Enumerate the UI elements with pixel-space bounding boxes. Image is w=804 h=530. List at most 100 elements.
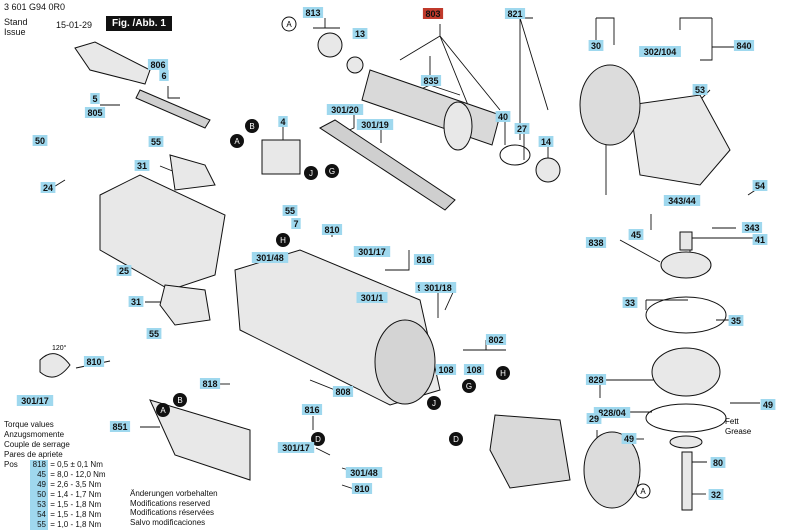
part-number-text: 816 bbox=[304, 405, 319, 415]
part-number-tag bbox=[538, 136, 554, 147]
part-number-text: 108 bbox=[438, 365, 453, 375]
part-number-tag bbox=[728, 315, 744, 326]
part-label-108: 108 bbox=[463, 364, 485, 375]
plug-cable-shape bbox=[74, 41, 151, 85]
callout-H-housing: H bbox=[276, 233, 290, 247]
part-number-tag bbox=[301, 404, 323, 415]
part-label-803: 803 bbox=[422, 8, 444, 19]
part-label-50: 50 bbox=[32, 135, 48, 146]
part-number-tag bbox=[663, 195, 701, 206]
holder-bar-shape bbox=[319, 119, 456, 211]
o-ring-shape bbox=[645, 296, 727, 334]
part-number-text: 816 bbox=[416, 255, 431, 265]
part-number-tag bbox=[741, 222, 763, 233]
issue-date: 15-01-29 bbox=[56, 20, 93, 30]
part-number-tag bbox=[585, 374, 607, 385]
part-number-tag bbox=[710, 457, 726, 468]
torque-row: 45 = 8,0 - 12,0 Nm bbox=[4, 470, 106, 480]
housing-front-shape bbox=[374, 319, 436, 405]
part-number-tag bbox=[419, 282, 457, 293]
part-label-301-17: 301/17 bbox=[16, 395, 54, 406]
part-label-30: 30 bbox=[588, 40, 604, 51]
part-label-343-44: 343/44 bbox=[663, 195, 701, 206]
part-label-301-17: 301/17 bbox=[353, 246, 391, 257]
part-number-tag bbox=[128, 296, 144, 307]
figure-title: Fig. /Abb. 1 bbox=[106, 16, 172, 31]
torque-row: 49 = 2,6 - 3,5 Nm bbox=[4, 480, 106, 490]
part-number-tag bbox=[146, 328, 162, 339]
part-number-text: 810 bbox=[354, 484, 369, 494]
part-label-5: 5 bbox=[90, 93, 100, 104]
part-label-301-48: 301/48 bbox=[345, 467, 383, 478]
part-label-840: 840 bbox=[733, 40, 755, 51]
torque-title-en: Torque values bbox=[4, 420, 54, 429]
part-label-301-1: 301/1 bbox=[356, 292, 388, 303]
torque-pos-number: 53 bbox=[30, 500, 48, 510]
part-number-text: 7 bbox=[293, 219, 298, 229]
part-number-tag bbox=[495, 111, 511, 122]
part-number-tag bbox=[134, 160, 150, 171]
part-label-813: 813 bbox=[302, 7, 324, 18]
part-label-55: 55 bbox=[146, 328, 162, 339]
part-number-text: 301/19 bbox=[361, 120, 389, 130]
ring-shape bbox=[499, 144, 531, 166]
svg-text:H: H bbox=[500, 369, 506, 378]
part-number-text: 27 bbox=[517, 124, 527, 134]
torque-title-fr: Couple de serrage bbox=[4, 440, 70, 449]
part-number-text: 50 bbox=[35, 136, 45, 146]
part-number-tag bbox=[463, 364, 485, 375]
part-number-text: 32 bbox=[711, 490, 721, 500]
bearing-flange-shape bbox=[651, 347, 721, 397]
torque-row: 55 = 1,0 - 1,8 Nm bbox=[4, 520, 106, 530]
part-number-tag bbox=[351, 483, 373, 494]
part-number-text: 13 bbox=[355, 29, 365, 39]
rear-housing-shape bbox=[99, 174, 226, 291]
note-fr: Modifications réservées bbox=[130, 508, 215, 518]
part-label-80: 80 bbox=[710, 457, 726, 468]
part-number-text: 54 bbox=[755, 181, 765, 191]
part-number-tag bbox=[282, 205, 298, 216]
part-number-tag bbox=[504, 8, 526, 19]
part-label-810: 810 bbox=[321, 224, 343, 235]
part-number-text: 821 bbox=[507, 9, 522, 19]
part-number-tag bbox=[32, 135, 48, 146]
part-number-tag bbox=[326, 104, 364, 115]
callout-H-stator: H bbox=[496, 366, 510, 380]
svg-text:G: G bbox=[466, 382, 472, 391]
part-label-32: 32 bbox=[708, 489, 724, 500]
issue-label: Issue bbox=[4, 27, 26, 37]
part-number-tag bbox=[356, 292, 388, 303]
part-number-tag bbox=[352, 28, 368, 39]
grease-label-de: Fett bbox=[725, 417, 740, 426]
front-guard-shape bbox=[583, 431, 641, 509]
cable-clip-shape bbox=[39, 353, 71, 378]
note-en: Modifications reserved bbox=[130, 498, 211, 508]
part-number-tag bbox=[83, 356, 105, 367]
part-label-55: 55 bbox=[282, 205, 298, 216]
part-number-tag bbox=[639, 46, 681, 57]
stator-shape bbox=[489, 414, 571, 489]
switch-lower-shape bbox=[159, 284, 211, 326]
svg-text:G: G bbox=[329, 167, 335, 176]
part-number-tag bbox=[321, 224, 343, 235]
part-number-tag bbox=[356, 119, 394, 130]
note-es: Salvo modificaciones bbox=[130, 517, 206, 527]
part-number-tag bbox=[353, 246, 391, 257]
part-label-29: 29 bbox=[586, 413, 602, 424]
part-number-tag bbox=[147, 59, 169, 70]
part-number-text: 53 bbox=[695, 85, 705, 95]
part-number-text: 301/18 bbox=[424, 283, 452, 293]
part-number-tag bbox=[622, 297, 638, 308]
part-label-835: 835 bbox=[420, 75, 442, 86]
part-number-text: 49 bbox=[624, 434, 634, 444]
callout-D-stator: D bbox=[449, 432, 463, 446]
part-number-text: 24 bbox=[43, 183, 53, 193]
document-code: 3 601 G94 0R0 bbox=[4, 2, 66, 12]
part-number-tag bbox=[628, 229, 644, 240]
part-label-33: 33 bbox=[622, 297, 638, 308]
part-label-301-18: 301/18 bbox=[419, 282, 457, 293]
bevel-gear-shape bbox=[660, 251, 712, 279]
